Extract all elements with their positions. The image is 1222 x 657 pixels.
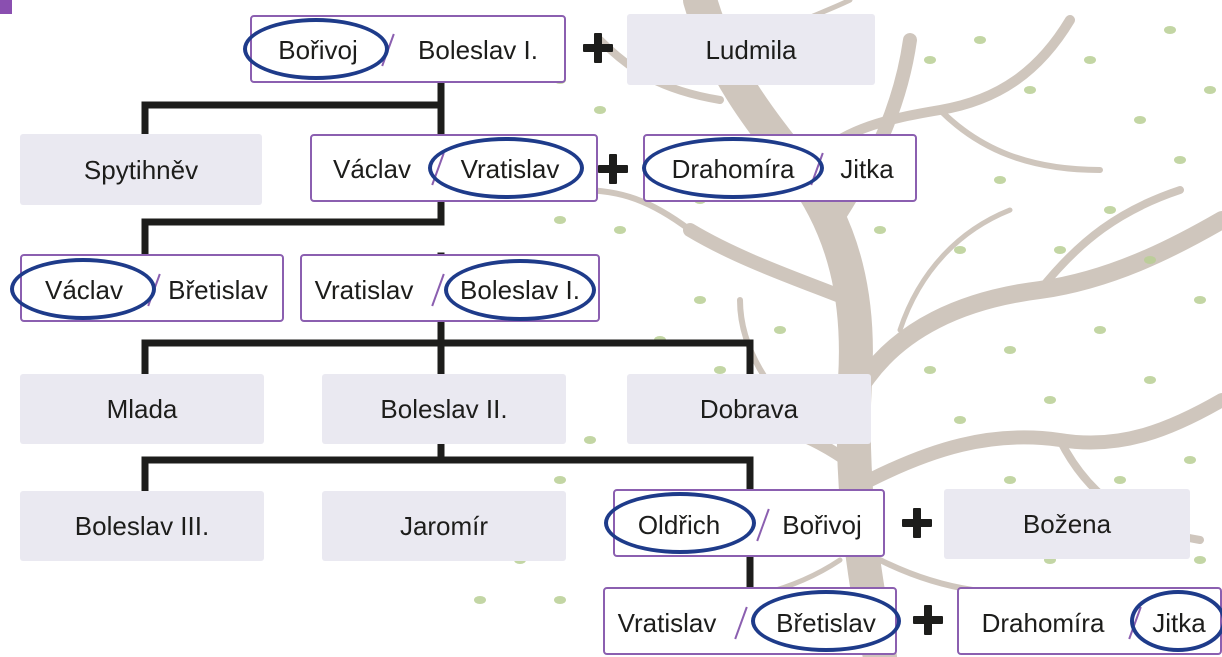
slash-divider — [734, 606, 748, 640]
name-second: Jitka — [840, 154, 894, 184]
slash-divider — [756, 508, 770, 542]
plus-icon — [583, 33, 613, 63]
name-second: Boleslav I. — [418, 35, 538, 65]
node-mlada: Mlada — [20, 374, 264, 444]
name-second: Bořivoj — [782, 510, 862, 540]
node-boleslav-iii: Boleslav III. — [20, 491, 264, 561]
highlight-ring — [10, 258, 156, 320]
spouse-name: Ludmila — [705, 34, 797, 65]
node-name: Mlada — [106, 394, 178, 424]
node-jaromir: Jaromír — [322, 491, 566, 561]
name-first: Václav — [332, 154, 412, 184]
node-spytihnev: Spytihněv — [20, 134, 262, 205]
spouse-name: Božena — [1022, 509, 1112, 539]
spouse-ludmila: Ludmila — [627, 14, 875, 85]
name-first: Vratislav — [314, 275, 414, 305]
node-boleslav-ii: Boleslav II. — [322, 374, 566, 444]
plus-icon — [902, 508, 932, 538]
slash-divider — [431, 273, 445, 307]
highlight-ring — [1130, 590, 1222, 652]
plus-icon — [598, 154, 628, 184]
plus-icon — [913, 605, 943, 635]
highlight-ring — [444, 259, 596, 321]
highlight-ring — [604, 492, 756, 554]
node-name: Jaromír — [399, 511, 489, 541]
name-first: Drahomíra — [981, 608, 1105, 638]
highlight-ring — [243, 18, 389, 80]
highlight-ring — [428, 137, 584, 199]
node-name: Spytihněv — [83, 154, 199, 185]
highlight-ring — [751, 590, 901, 652]
node-name: Boleslav II. — [380, 394, 508, 424]
corner-mark — [0, 0, 12, 14]
spouse-bozena: Božena — [944, 489, 1190, 559]
name-first: Vratislav — [617, 608, 717, 638]
node-name: Dobrava — [699, 394, 799, 424]
highlight-ring — [642, 137, 824, 199]
node-name: Boleslav III. — [74, 511, 210, 541]
node-dobrava: Dobrava — [627, 374, 871, 444]
name-second: Břetislav — [168, 275, 268, 305]
